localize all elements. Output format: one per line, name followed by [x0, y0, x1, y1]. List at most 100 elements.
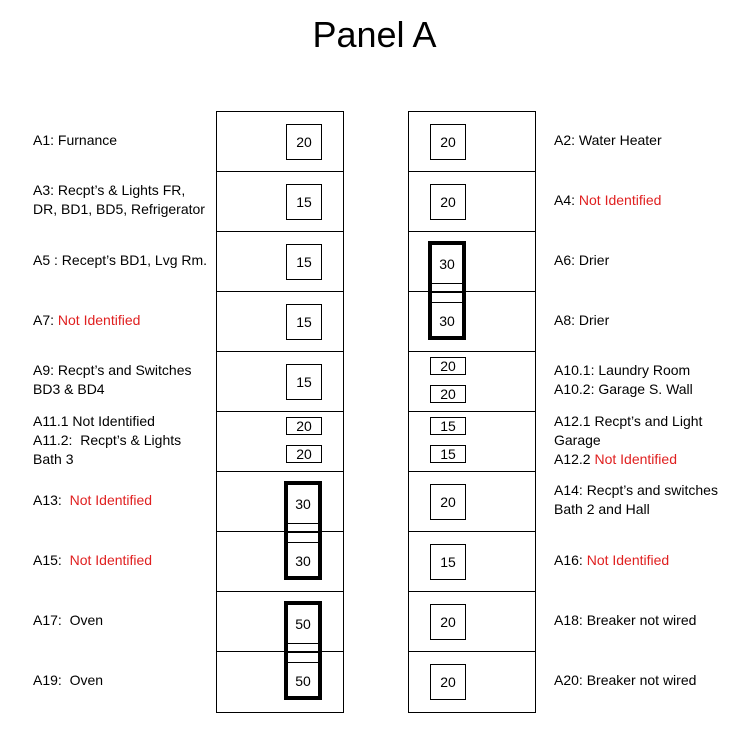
circuit-label-a12: A12.1 Recpt’s and Light Garage A12.2 Not… — [554, 412, 702, 469]
breaker-slot-a6 — [409, 232, 535, 292]
breaker-a15: 30 — [295, 552, 311, 569]
breaker-slot-a8 — [409, 292, 535, 352]
breaker-a3[interactable]: 15 — [286, 184, 322, 220]
label-prefix: A7: — [33, 312, 58, 328]
label-line: A12.2 Not Identified — [554, 450, 702, 469]
breaker-slot-a2: 20 — [409, 112, 535, 172]
label-prefix: A4: — [554, 192, 579, 208]
circuit-label-a2: A2: Water Heater — [554, 132, 662, 148]
breaker-a16[interactable]: 15 — [430, 544, 466, 580]
breaker-a17: 50 — [295, 616, 311, 632]
not-identified-text: Not Identified — [57, 312, 141, 328]
breaker-tie-bar — [288, 533, 318, 543]
breaker-tie-bar — [288, 653, 318, 663]
label-line: A11.2: Recpt’s & Lights — [33, 432, 182, 448]
not-identified-text: Not Identified — [69, 492, 153, 508]
breaker-slot-a10: 20 20 — [409, 352, 535, 412]
right-breaker-column: 20 20 20 20 15 15 20 15 20 20 — [408, 111, 536, 713]
breaker-slot-a15 — [217, 532, 343, 592]
breaker-slot-a13 — [217, 472, 343, 532]
breaker-a12-1[interactable]: 15 — [430, 417, 466, 435]
breaker-slot-a16: 15 — [409, 532, 535, 592]
breaker-tie-bar — [432, 283, 462, 293]
circuit-label-a1: A1: Furnance — [33, 132, 118, 148]
circuit-label-a13: A13: Not Identified — [33, 491, 152, 510]
circuit-label-a11: A11.1 Not Identified A11.2: Recpt’s & Li… — [33, 412, 181, 469]
breaker-slot-a17 — [217, 592, 343, 652]
breaker-a11-2[interactable]: 20 — [286, 445, 322, 463]
label-prefix: A12.2 — [554, 451, 595, 467]
circuit-label-a3: A3: Recpt’s & Lights FR, DR, BD1, BD5, R… — [33, 181, 205, 219]
breaker-a1[interactable]: 20 — [286, 124, 322, 160]
circuit-label-a18: A18: Breaker not wired — [554, 612, 697, 628]
breaker-a5[interactable]: 15 — [286, 244, 322, 280]
breaker-slot-a4: 20 — [409, 172, 535, 232]
breaker-slot-a9: 15 — [217, 352, 343, 412]
breaker-a10-1[interactable]: 20 — [430, 357, 466, 375]
circuit-label-a8: A8: Drier — [554, 312, 610, 328]
circuit-label-a16: A16: Not Identified — [554, 551, 669, 570]
label-line: A11.1 Not Identified — [33, 413, 155, 429]
breaker-a6-a8-double-pole[interactable]: 30 30 — [428, 241, 466, 340]
not-identified-text: Not Identified — [69, 552, 153, 568]
label-line: A9: Recpt’s and Switches — [33, 362, 192, 378]
label-line: A14: Recpt’s and switches — [554, 482, 718, 498]
breaker-slot-a3: 15 — [217, 172, 343, 232]
label-prefix: A16: — [554, 552, 587, 568]
panel-title: Panel A — [312, 14, 437, 55]
breaker-a6: 30 — [439, 256, 455, 272]
breaker-a8: 30 — [439, 312, 455, 329]
circuit-label-a17: A17: Oven — [33, 612, 104, 628]
circuit-label-a9: A9: Recpt’s and Switches BD3 & BD4 — [33, 361, 192, 399]
circuit-label-a5: A5 : Recept’s BD1, Lvg Rm. — [33, 252, 208, 268]
circuit-label-a20: A20: Breaker not wired — [554, 672, 697, 688]
label-prefix: A13: — [33, 492, 70, 508]
label-line: A10.1: Laundry Room — [554, 362, 691, 378]
breaker-tie-bar — [288, 643, 318, 653]
breaker-a2[interactable]: 20 — [430, 124, 466, 160]
breaker-tie-bar — [432, 293, 462, 303]
circuit-label-a10: A10.1: Laundry Room A10.2: Garage S. Wal… — [554, 361, 693, 399]
breaker-a20[interactable]: 20 — [430, 664, 466, 700]
not-identified-text: Not Identified — [586, 552, 670, 568]
breaker-slot-a18: 20 — [409, 592, 535, 652]
circuit-label-a15: A15: Not Identified — [33, 551, 152, 570]
circuit-label-a19: A19: Oven — [33, 672, 104, 688]
breaker-a12-2[interactable]: 15 — [430, 445, 466, 463]
breaker-slot-a19 — [217, 652, 343, 712]
breaker-slot-a1: 20 — [217, 112, 343, 172]
breaker-slot-a12: 15 15 — [409, 412, 535, 472]
breaker-slot-a14: 20 — [409, 472, 535, 532]
breaker-a11-1[interactable]: 20 — [286, 417, 322, 435]
circuit-label-a6: A6: Drier — [554, 252, 610, 268]
breaker-a14[interactable]: 20 — [430, 484, 466, 520]
breaker-a7[interactable]: 15 — [286, 304, 322, 340]
not-identified-text: Not Identified — [578, 192, 662, 208]
not-identified-text: Not Identified — [594, 451, 677, 467]
breaker-tie-bar — [288, 523, 318, 533]
breaker-a10-2[interactable]: 20 — [430, 385, 466, 403]
breaker-a19: 50 — [295, 672, 311, 689]
breaker-a4[interactable]: 20 — [430, 184, 466, 220]
circuit-label-a7: A7: Not Identified — [33, 311, 140, 330]
label-line: Bath 2 and Hall — [554, 501, 650, 517]
label-line: Garage — [554, 432, 601, 448]
label-prefix: A15: — [33, 552, 70, 568]
left-breaker-column: 20 15 15 15 15 20 20 — [216, 111, 344, 713]
circuit-label-a4: A4: Not Identified — [554, 191, 661, 210]
breaker-a9[interactable]: 15 — [286, 364, 322, 400]
label-line: A3: Recpt’s & Lights FR, — [33, 182, 186, 198]
breaker-a13-a15-double-pole[interactable]: 30 30 — [284, 481, 322, 580]
breaker-a17-a19-double-pole[interactable]: 50 50 — [284, 601, 322, 700]
breaker-a13: 30 — [295, 496, 311, 512]
label-line: A12.1 Recpt’s and Light — [554, 413, 703, 429]
breaker-a18[interactable]: 20 — [430, 604, 466, 640]
breaker-slot-a20: 20 — [409, 652, 535, 712]
label-line: BD3 & BD4 — [33, 381, 105, 397]
breaker-slot-a5: 15 — [217, 232, 343, 292]
breaker-slot-a11: 20 20 — [217, 412, 343, 472]
label-line: A10.2: Garage S. Wall — [554, 381, 693, 397]
circuit-label-a14: A14: Recpt’s and switches Bath 2 and Hal… — [554, 481, 718, 519]
breaker-slot-a7: 15 — [217, 292, 343, 352]
label-line: DR, BD1, BD5, Refrigerator — [33, 201, 205, 217]
